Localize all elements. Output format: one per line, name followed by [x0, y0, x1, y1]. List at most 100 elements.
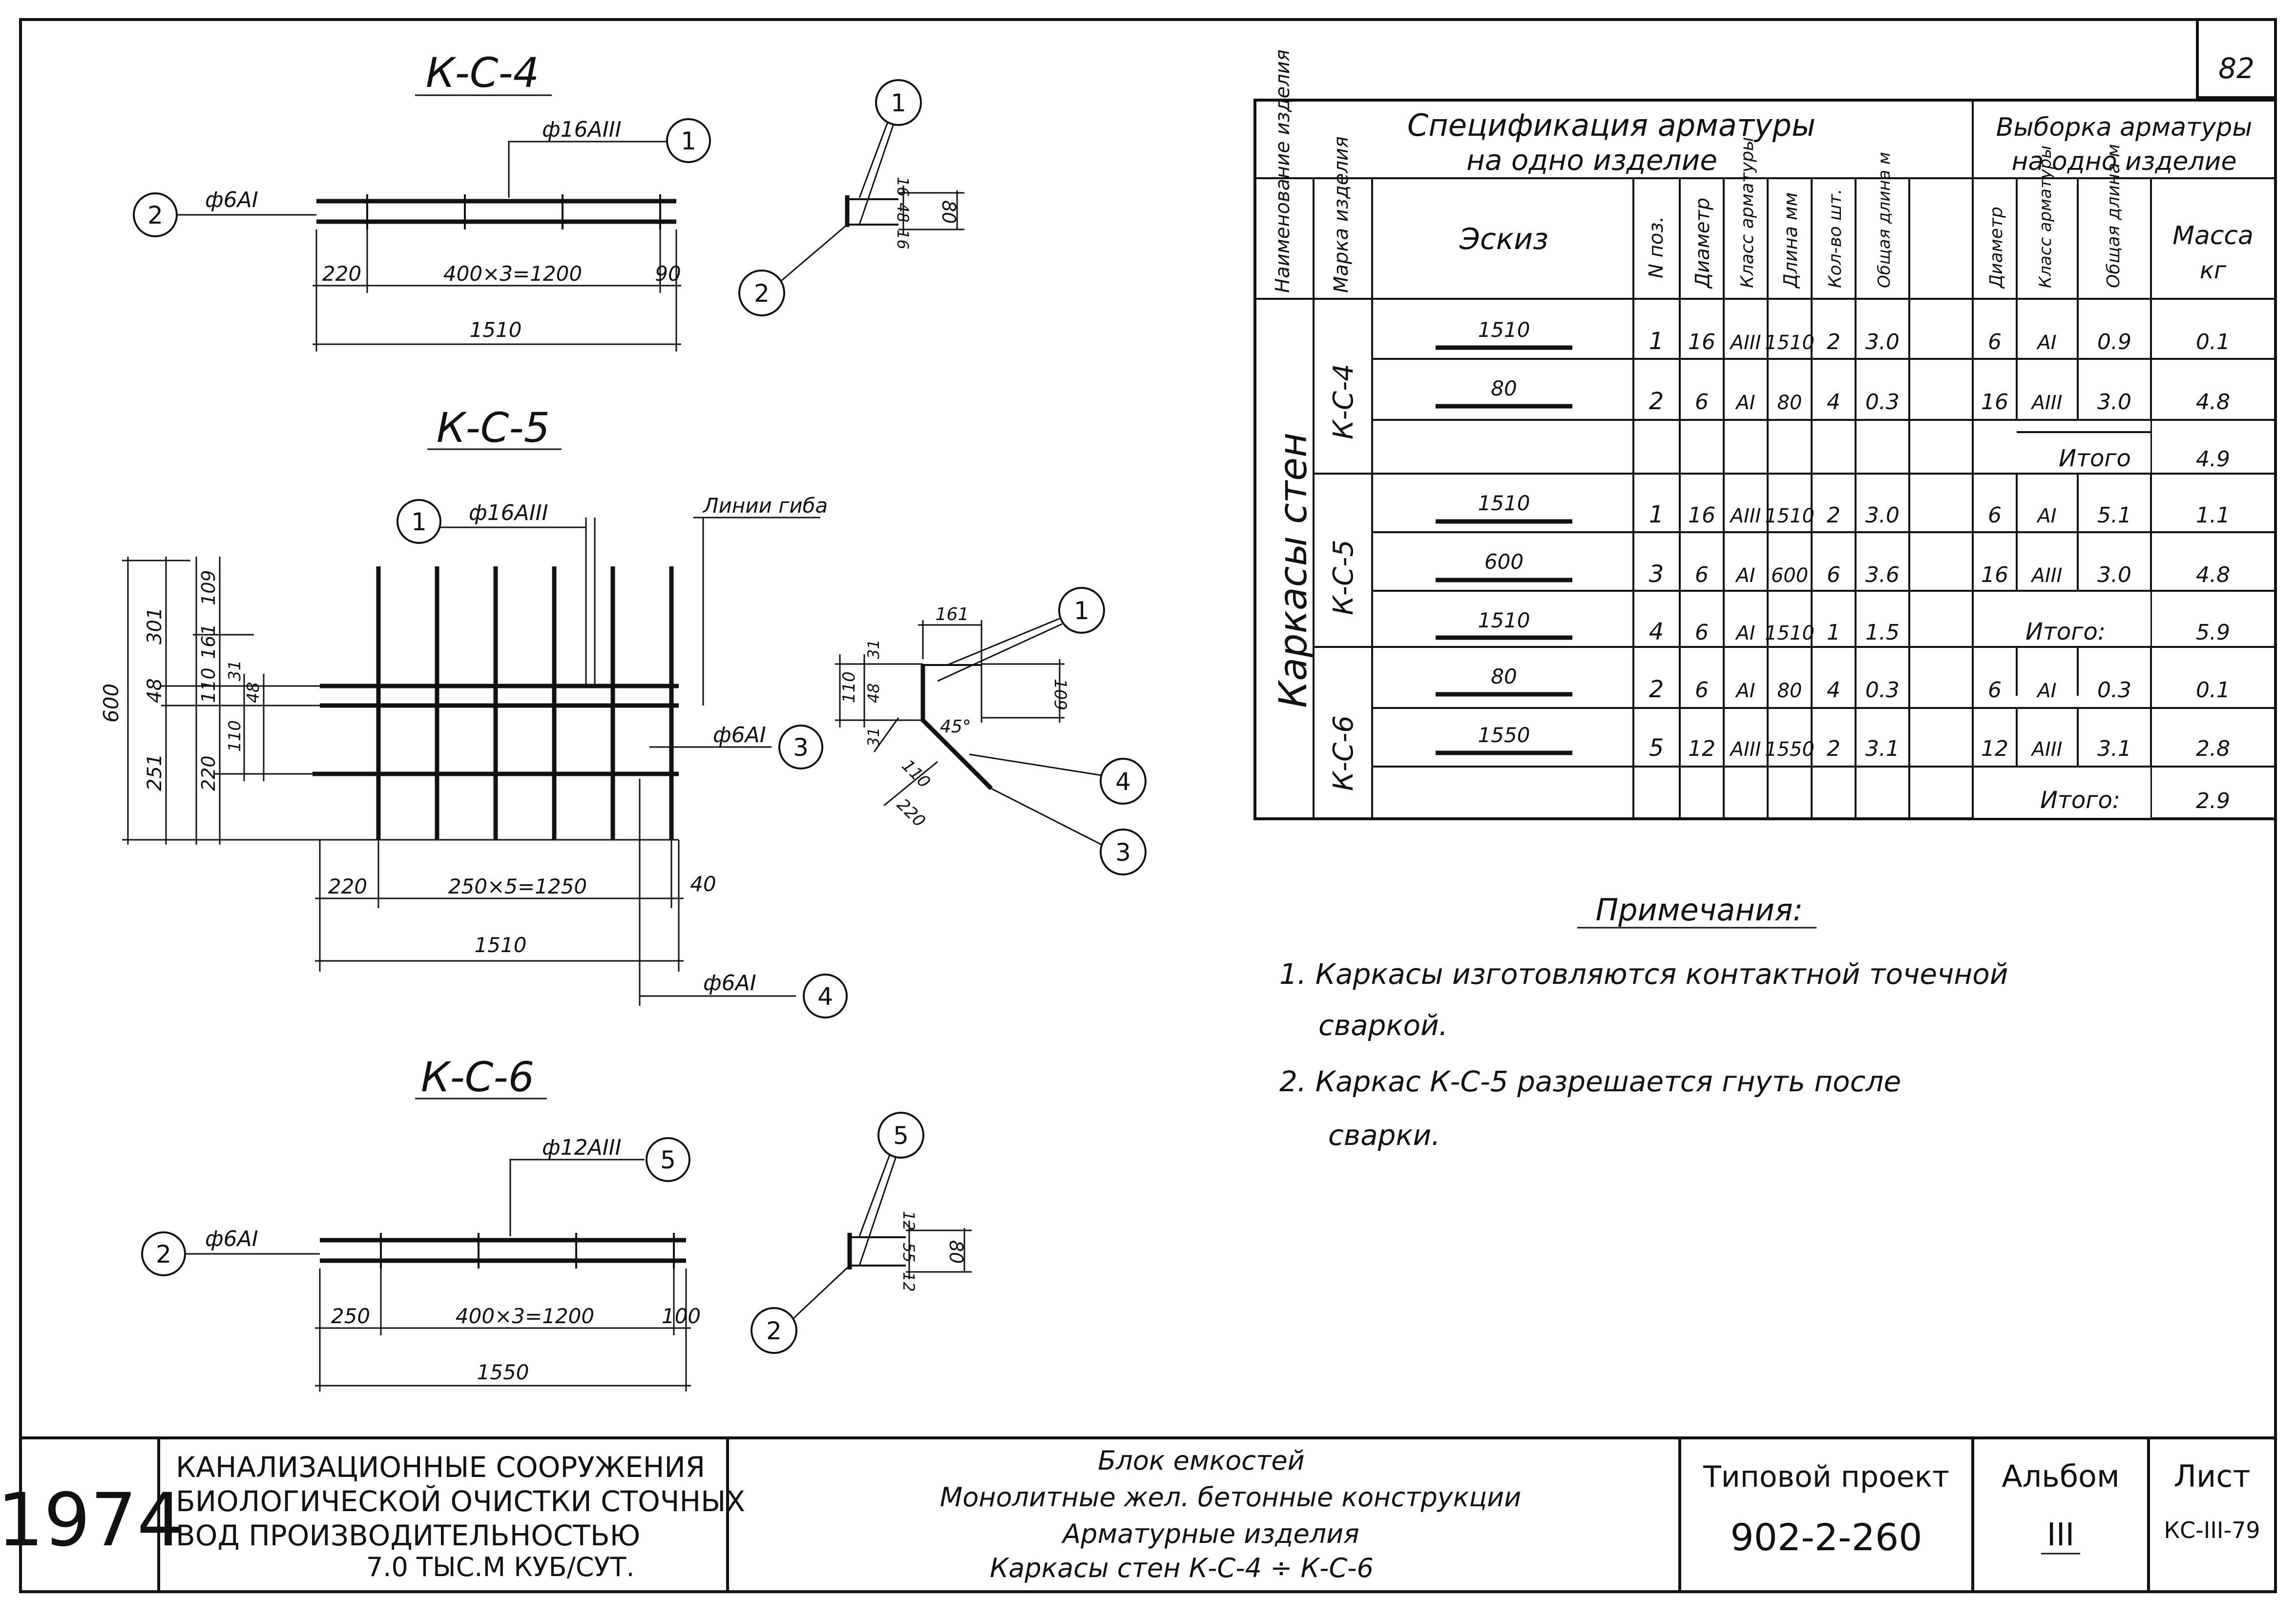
cell-stotal: 3.0: [2097, 390, 2131, 415]
col-header-name: Наименование изделия: [1272, 49, 1294, 293]
cell-mass: 1.1: [2196, 503, 2230, 528]
ks6-dim-total: 1550: [477, 1360, 529, 1384]
cell-diam: 6: [1695, 390, 1709, 415]
ks6-dim-mid: 400×3=1200: [456, 1304, 594, 1328]
col-header-diam: Диаметр: [1691, 198, 1714, 289]
ks4-title: К-С-4: [426, 49, 539, 97]
cell-len: 1510: [1765, 622, 1815, 644]
ks5-dim-left: 220: [328, 874, 367, 898]
ks6-pos-main: 5: [660, 1146, 676, 1174]
ks5-dim-c2: 48: [244, 682, 263, 703]
notes: Примечания: 1. Каркасы изготовляются кон…: [1279, 892, 2008, 1152]
ks5-sec-left2: 48: [864, 683, 883, 703]
col-header-sketch: Эскиз: [1459, 222, 1548, 256]
ks5-sec-diag1: 110: [898, 756, 934, 792]
ks4-sec-b: 48: [894, 203, 912, 223]
cell-total: 1.5: [1865, 620, 1899, 645]
cell-qty: 1: [1827, 620, 1840, 645]
cell-class: АIII: [1729, 505, 1761, 527]
cell-pos: 4: [1649, 618, 1664, 645]
cell-pos: 1: [1649, 328, 1664, 355]
col-header-mass-unit: кг: [2200, 257, 2227, 284]
ks5-rod-main: ф16АIII: [469, 500, 548, 525]
cell-len: 1550: [1765, 738, 1815, 761]
ks5-sec-pos-bent: 4: [1115, 768, 1131, 796]
cell-subtotal: Итого:: [2025, 618, 2106, 645]
stamp-org-line4: 7.0 ТЫС.М КУБ/СУТ.: [366, 1552, 635, 1582]
stamp-year: 1974: [0, 1478, 184, 1563]
cell-total: 3.0: [1865, 330, 1899, 354]
project-label: Типовой проект: [1703, 1460, 1949, 1494]
ks6-sec-c: 12: [899, 1272, 918, 1292]
cell-subtotal: Итого:: [2040, 787, 2120, 814]
ks5-rod-cross: ф6АI: [713, 723, 766, 748]
cell-mass: 2.9: [2196, 789, 2230, 813]
ks6-sec-a: 12: [899, 1211, 918, 1231]
cell-qty: 2: [1827, 503, 1840, 528]
cell-sclass: АI: [2036, 332, 2056, 354]
table-row: 1510 4 6 АI 1510 1 1.5 Итого: 5.9: [1436, 592, 2230, 646]
table-row: 600 3 6 АI 600 6 3.6 16 АIII 3.0 4.8: [1436, 550, 2230, 588]
ks4-pos-main: 1: [681, 127, 696, 155]
cell-qty: 4: [1827, 390, 1840, 415]
rebar-spec-table: Спецификация арматуры на одно изделие Вы…: [1253, 49, 2277, 820]
ks5-sec-left4: 31: [864, 727, 883, 747]
selection-title-line2: на одно изделие: [2012, 147, 2237, 176]
spec-title-line1: Спецификация арматуры: [1407, 107, 1816, 143]
stamp-org-line1: КАНАЛИЗАЦИОННЫЕ СООРУЖЕНИЯ: [176, 1451, 705, 1484]
cell-sclass: АI: [2036, 505, 2056, 527]
ks5-dim-total: 1510: [475, 933, 527, 957]
ks5-sec-top: 161: [936, 604, 969, 624]
ks5-dim-mid: 250×5=1250: [448, 874, 587, 898]
table-row: 1510 1 16 АIII 1510 2 3.0 6 АI 5.1 1.1: [1436, 491, 2230, 528]
cell-total: 3.6: [1865, 562, 1899, 587]
cell-sketch: 600: [1484, 550, 1524, 574]
ks5-dim-b3: 110: [198, 667, 219, 703]
cell-stotal: 3.1: [2097, 736, 2131, 761]
ks4-rod-main: ф16АIII: [542, 117, 622, 142]
ks4-sec-a: 16: [894, 177, 912, 197]
mark-ks6: К-С-6: [1328, 715, 1359, 791]
notes-title: Примечания:: [1596, 892, 1803, 928]
project-code: 902-2-260: [1730, 1516, 1922, 1559]
table-row: Итого 4.9: [1974, 421, 2230, 473]
ks4-drawing: К-С-4 ф16АIII 1 ф6АI 2 220 400×3=1200 90…: [133, 49, 964, 352]
cell-qty: 6: [1827, 562, 1840, 587]
cell-pos: 3: [1649, 561, 1664, 588]
ks4-dim-left: 220: [322, 262, 361, 286]
ks5-dim-b2: 161: [198, 623, 219, 659]
cell-len: 80: [1777, 392, 1802, 414]
cell-pos: 2: [1649, 676, 1664, 703]
ks5-sec-left1: 31: [864, 639, 883, 659]
cell-sclass: АI: [2036, 680, 2056, 702]
ks5-sec-left3: 110: [839, 671, 859, 703]
col-header-sdiam: Диаметр: [1986, 207, 2006, 289]
cell-class: АIII: [1729, 332, 1761, 354]
ks6-drawing: К-С-6 ф12АIII 5 ф6АI 2 250 400×3=1200 10…: [141, 1053, 972, 1392]
cell-class: АI: [1734, 680, 1755, 702]
cell-sketch: 80: [1491, 376, 1517, 400]
ks5-pos-main: 1: [411, 508, 427, 536]
ks6-sec-h: 80: [945, 1240, 967, 1264]
ks5-dim-h-mid: 48: [144, 678, 166, 703]
ks5-pos-cross: 3: [793, 733, 809, 762]
cell-diam: 16: [1688, 503, 1715, 528]
cell-stotal: 0.9: [2097, 330, 2131, 354]
cell-total: 3.1: [1865, 736, 1899, 761]
cell-len: 1510: [1765, 332, 1815, 354]
cell-class: АI: [1734, 392, 1755, 414]
cell-pos: 1: [1649, 501, 1664, 528]
ks5-pos-bent: 4: [817, 982, 833, 1011]
col-header-stotal: Общая длина м: [2104, 144, 2124, 288]
stamp-desc-line2: Монолитные жел. бетонные конструкции: [940, 1482, 1522, 1513]
mark-ks4: К-С-4: [1328, 364, 1359, 439]
cell-class: АI: [1734, 622, 1755, 644]
cell-stotal: 0.3: [2097, 678, 2131, 703]
sheet-value: КС-III-79: [2164, 1517, 2260, 1543]
col-header-sclass: Класс арматуры: [2036, 145, 2055, 288]
selection-title-line1: Выборка арматуры: [1996, 113, 2253, 142]
ks5-drawing: К-С-5 Линии гиба ф16АIII 1 ф6АI 3: [99, 404, 1147, 1018]
cell-total: 0.3: [1865, 390, 1899, 415]
ks5-dim-h-top: 301: [144, 607, 166, 644]
